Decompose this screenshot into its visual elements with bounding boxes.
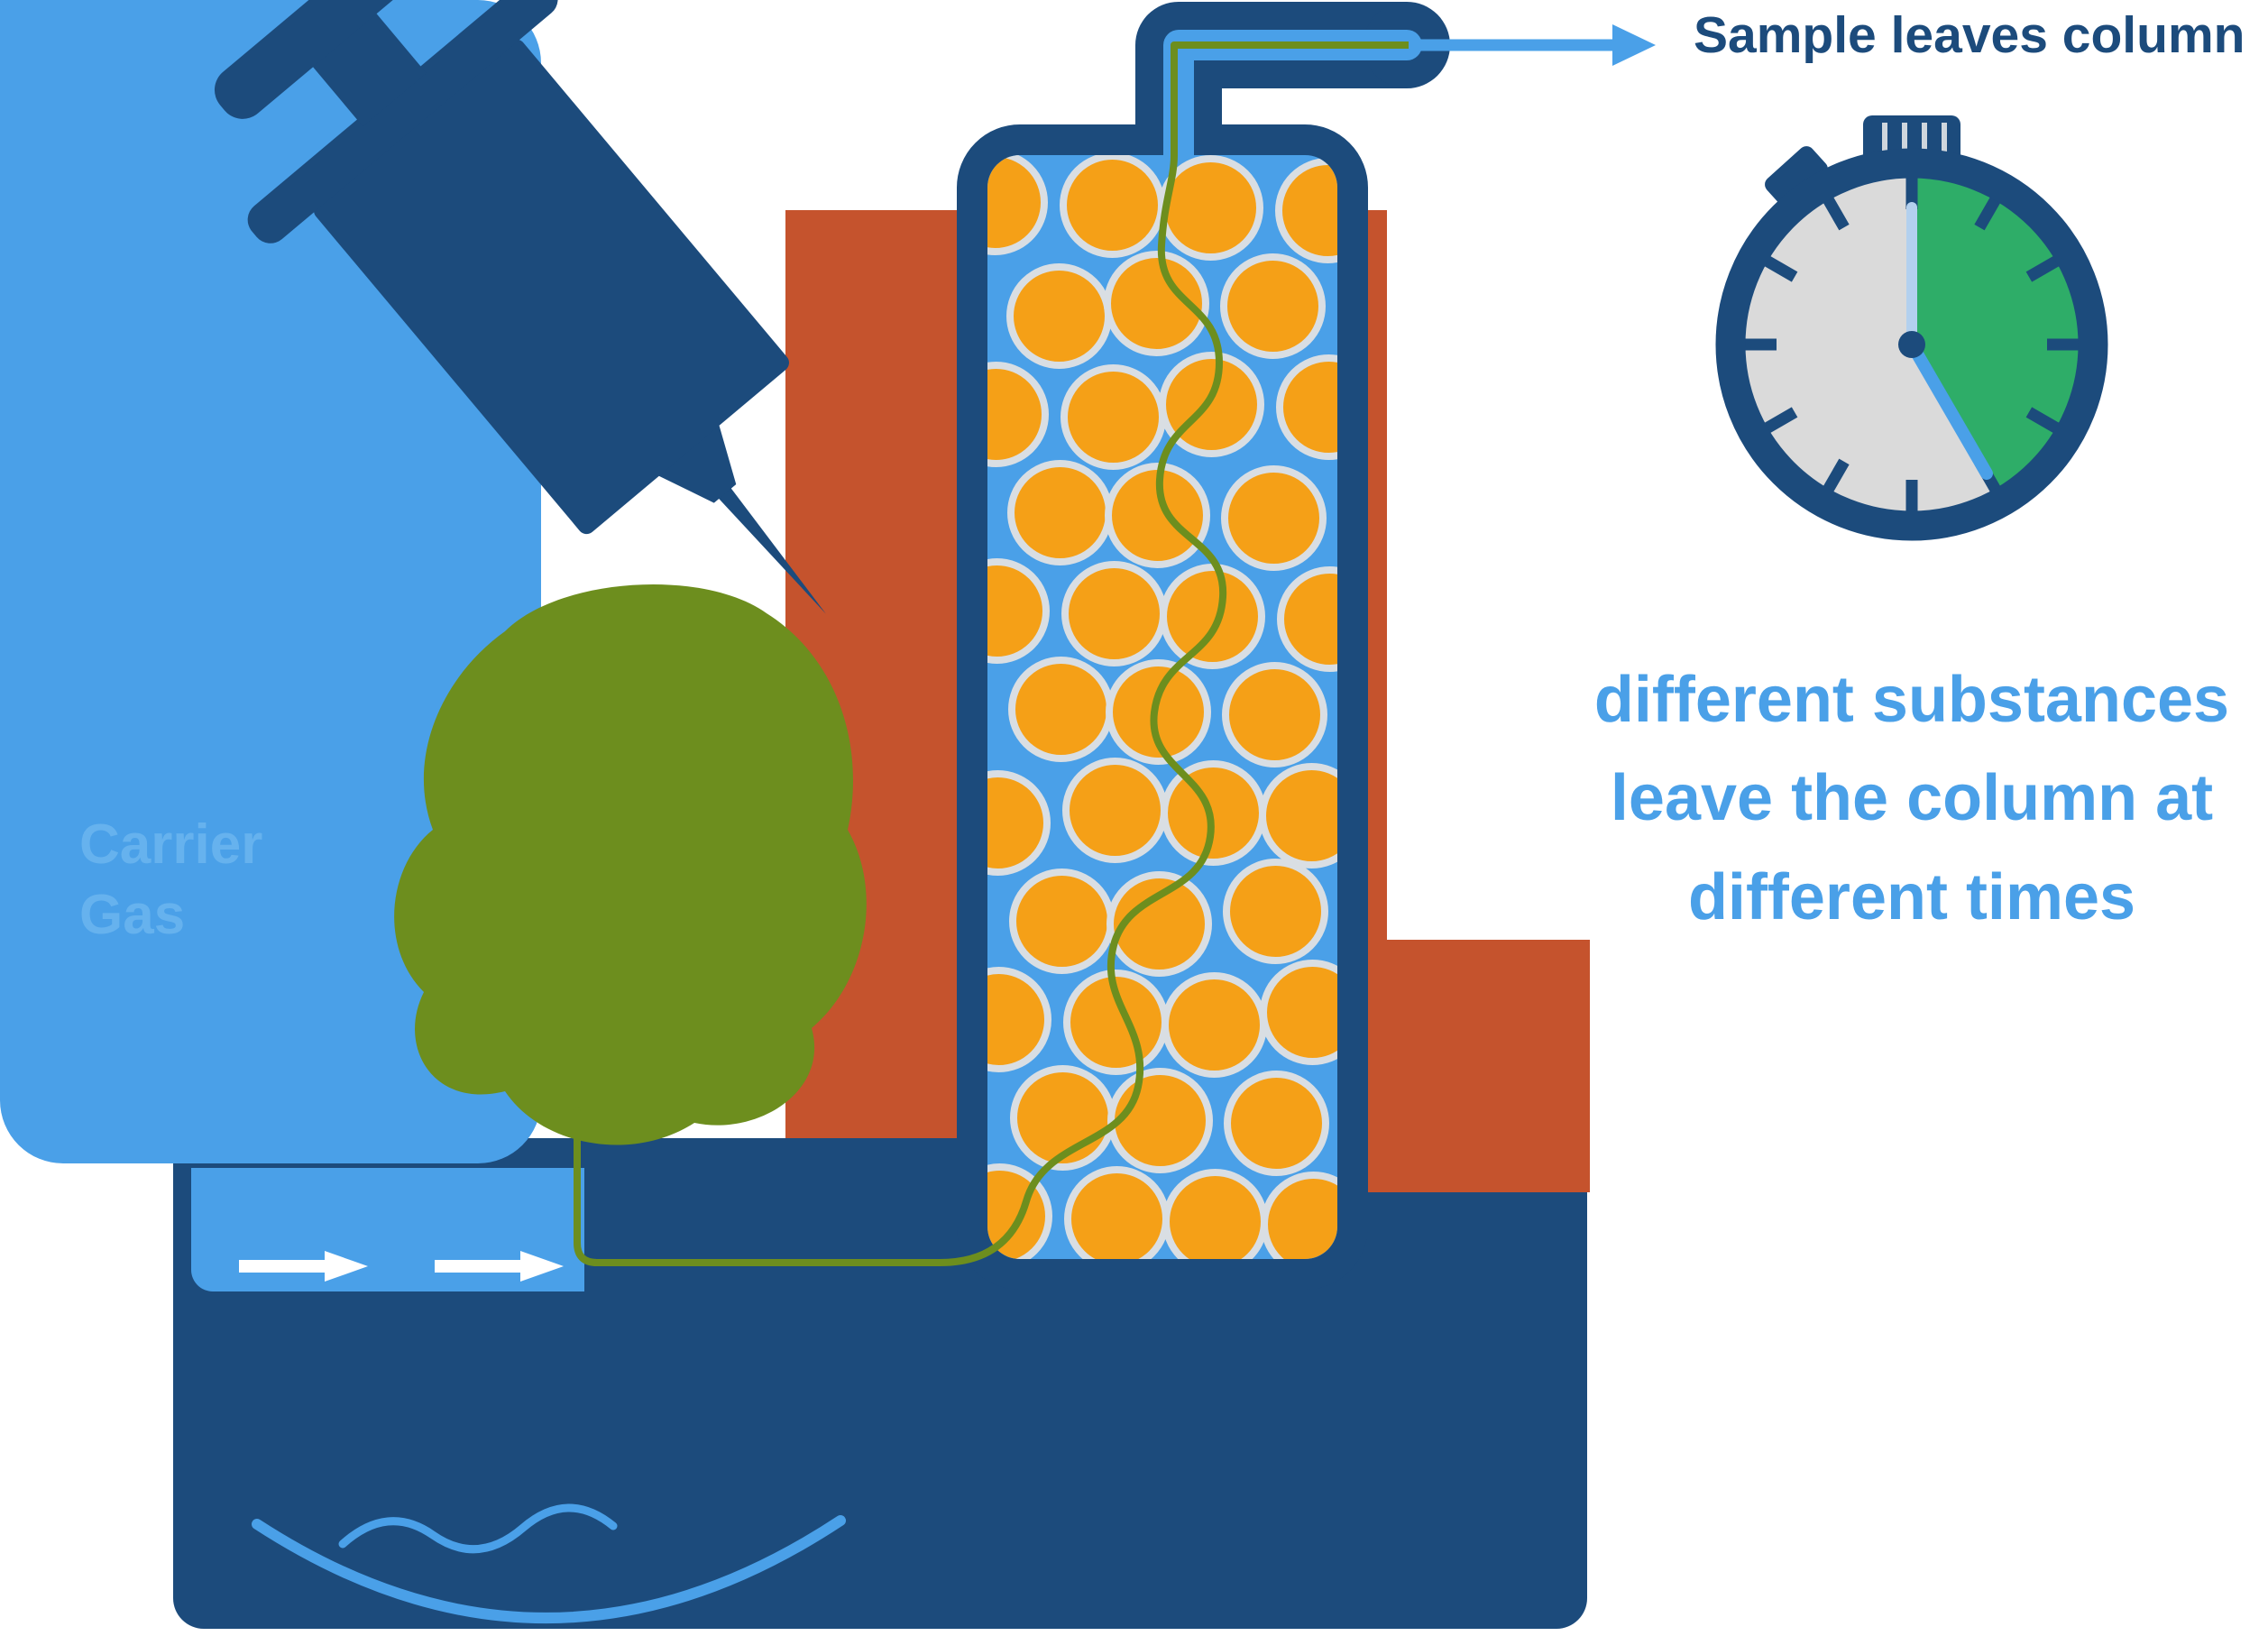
- chromatography-column: [957, 124, 1368, 1290]
- sample-leaves-label: Sample leaves column: [1694, 6, 2245, 64]
- packing-bead: [1006, 263, 1112, 369]
- packing-bead: [1260, 960, 1337, 1065]
- stopwatch-tick: [1974, 196, 2001, 231]
- stopwatch-crown-stem: [1890, 161, 1933, 200]
- stopwatch-tick: [1974, 458, 2001, 493]
- stopwatch-icon: [1715, 115, 2108, 541]
- caption-line1: different substances: [1593, 664, 2230, 736]
- stopwatch-crown-cap: [1863, 115, 1960, 164]
- packing-bead: [1162, 1169, 1268, 1259]
- packing-bead: [987, 770, 1051, 876]
- packing-bead: [1106, 871, 1212, 977]
- caption-line3: different times: [1687, 860, 2136, 933]
- packing-bead: [987, 558, 1050, 664]
- stopwatch-tick: [1823, 196, 1850, 231]
- carrier-gas-pipe: [191, 1168, 584, 1291]
- packing-bead: [1160, 564, 1265, 669]
- carrier-gas-label-line1: Carrier: [79, 813, 263, 876]
- packing-bead: [1275, 158, 1337, 263]
- packing-bead: [1277, 566, 1337, 672]
- stopwatch-tick: [2025, 407, 2061, 434]
- packing-bead: [987, 1163, 1052, 1259]
- packing-bead: [1276, 354, 1337, 460]
- stopwatch-side-button: [1765, 146, 1828, 207]
- outlet-tube-inner-cap: [1391, 30, 1422, 60]
- packing-bead: [1106, 659, 1211, 765]
- stopwatch-tick: [1823, 458, 1850, 493]
- packing-bead: [1063, 970, 1169, 1075]
- stopwatch-tick: [1763, 255, 1798, 282]
- packing-bead: [1061, 561, 1167, 666]
- carrier-gas-tank: [0, 0, 541, 1163]
- packing-bead: [987, 362, 1049, 467]
- packing-bead: [1008, 657, 1114, 762]
- packing-bead: [1062, 758, 1168, 863]
- packing-bead: [1224, 1071, 1329, 1176]
- packing-bead: [1061, 364, 1166, 470]
- carrier-gas-label: Carrier Gas: [79, 810, 262, 950]
- stopwatch-face: [1744, 177, 2080, 512]
- packing-bead: [1161, 760, 1266, 866]
- stopwatch-second-hand: [1905, 338, 1993, 480]
- packing-bead: [1104, 251, 1209, 356]
- packing-bead: [1010, 1065, 1116, 1171]
- packing-bead: [987, 155, 1048, 255]
- outlet-tube-cap: [1364, 2, 1450, 88]
- exit-arrow-head: [1612, 24, 1656, 66]
- packing-bead: [1007, 460, 1113, 565]
- packing-bead: [1159, 352, 1264, 457]
- stopwatch-ring: [1715, 148, 2108, 541]
- packing-bead: [1009, 869, 1115, 974]
- packing-bead: [1158, 155, 1263, 261]
- oven-side-panel: [1365, 940, 1590, 1192]
- packing-bead: [1060, 155, 1165, 258]
- packing-bead: [1259, 763, 1337, 869]
- stopwatch-crown-ribs: [1882, 123, 1947, 157]
- packing-bead: [1261, 1172, 1337, 1259]
- packing-bead: [987, 967, 1051, 1072]
- caption-text: different substances leave the column at…: [1524, 651, 2268, 947]
- packing-bead: [1222, 662, 1327, 767]
- packing-bead: [1107, 1068, 1213, 1173]
- caption-line2: leave the column at: [1610, 762, 2214, 835]
- packing-bead: [1162, 972, 1267, 1078]
- stopwatch-tick: [2025, 255, 2061, 282]
- packing-bead: [1223, 859, 1328, 964]
- packing-bead: [1220, 253, 1326, 359]
- stopwatch-elapsed-sector: [1912, 177, 2080, 490]
- packing-bead: [1105, 463, 1210, 568]
- stopwatch-ticks: [1744, 177, 2080, 512]
- syringe-nozzle: [649, 416, 737, 503]
- stopwatch-tick: [1763, 407, 1798, 434]
- packing-bead: [1221, 465, 1327, 571]
- packing-bead: [1064, 1166, 1170, 1259]
- carrier-gas-label-line2: Gas: [79, 883, 186, 946]
- stopwatch-center-pin: [1898, 331, 1925, 358]
